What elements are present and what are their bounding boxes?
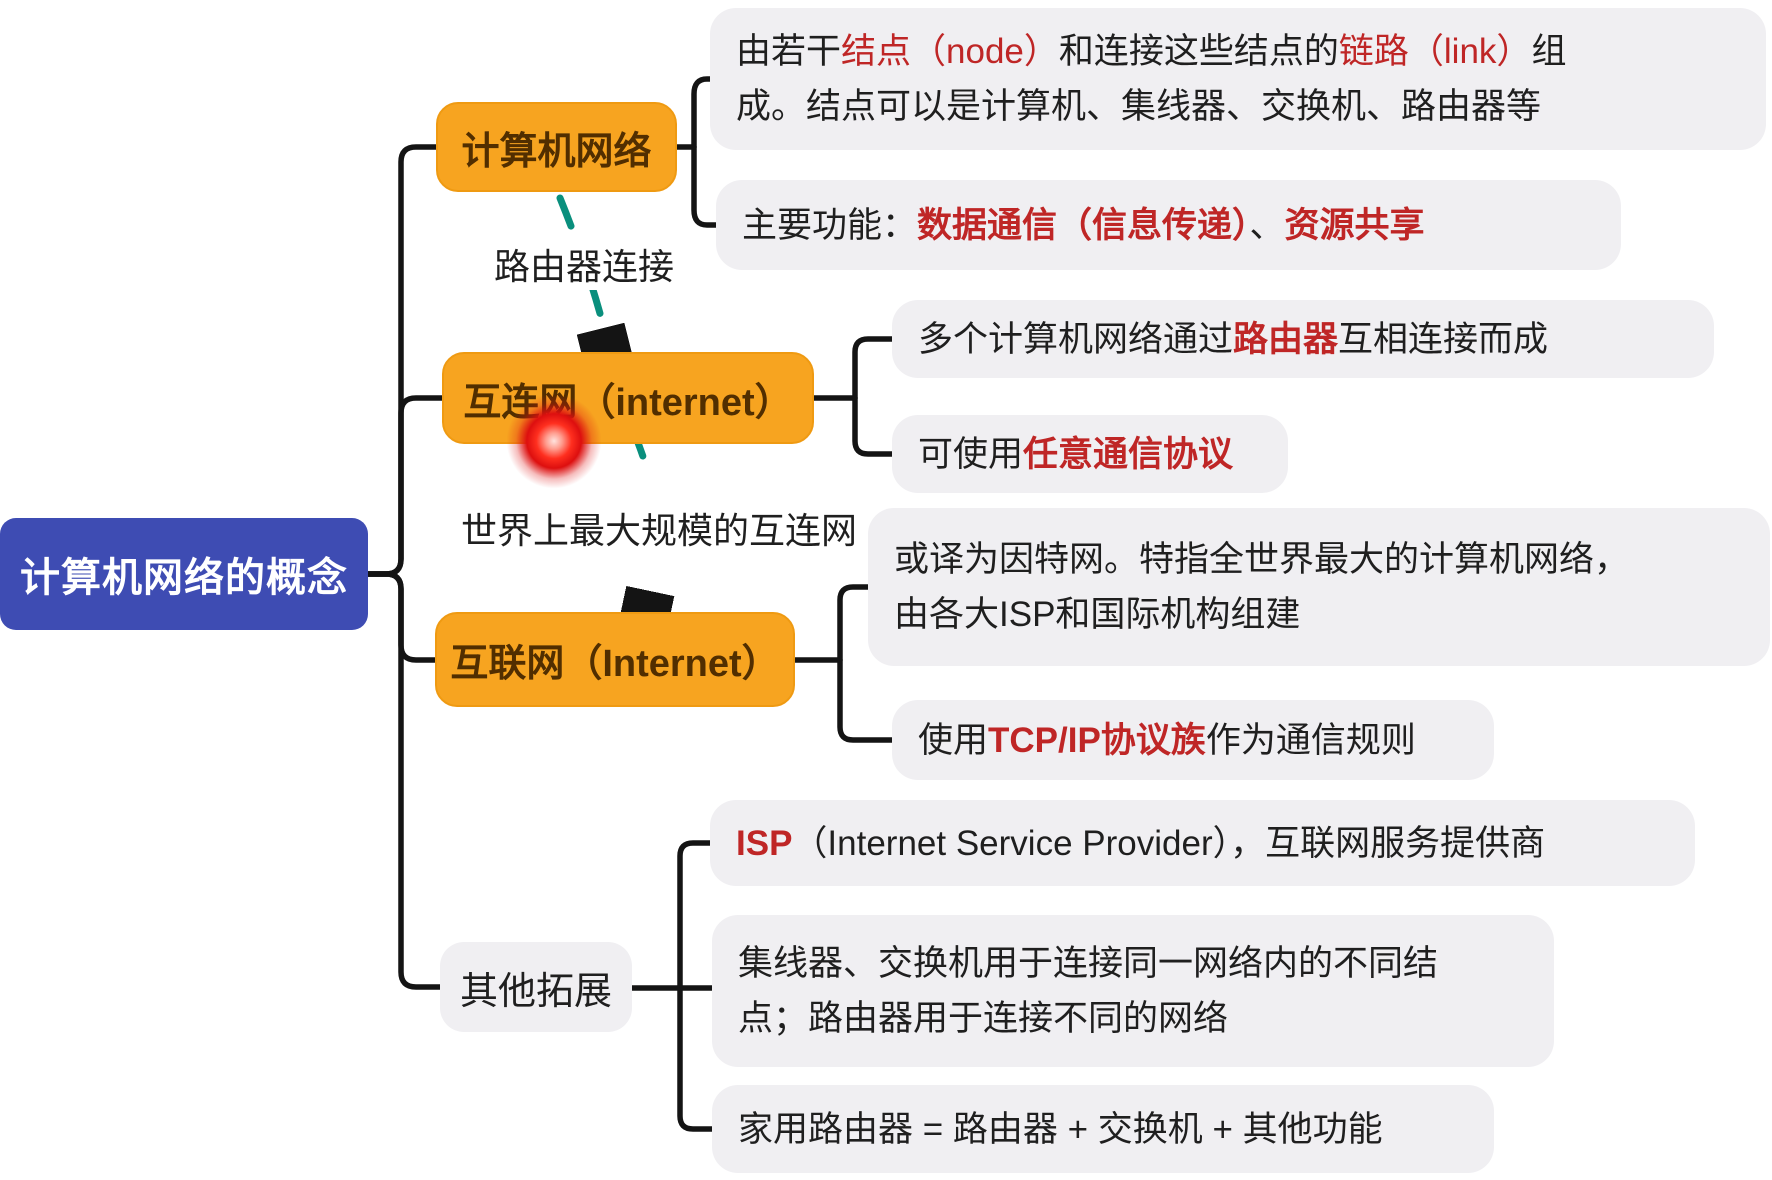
leaf-tcpip[interactable]: 使用TCP/IP协议族作为通信规则 <box>892 700 1494 780</box>
root-node-label: 计算机网络的概念 <box>20 556 348 600</box>
edge-label-largest-internet: 世界上最大规模的互连网 <box>455 502 864 554</box>
edge-branch2-bracket <box>852 336 895 457</box>
leaf-home-router[interactable]: 家用路由器 = 路由器 + 交换机 + 其他功能 <box>712 1085 1494 1173</box>
root-node[interactable]: 计算机网络的概念 <box>0 518 368 630</box>
edge-branch4-bracket <box>677 840 715 1132</box>
leaf-text: 由若干结点（node）和连接这些结点的链路（link）组成。结点可以是计算机、集… <box>736 32 1567 126</box>
leaf-hub-switch-router[interactable]: 集线器、交换机用于连接同一网络内的不同结点；路由器用于连接不同的网络 <box>712 915 1554 1067</box>
edge-root-branch4 <box>365 571 443 990</box>
edge-branch3-bracket <box>837 584 895 743</box>
arrow-network-to-internet-lower <box>556 194 606 336</box>
leaf-text: 或译为因特网。特指全世界最大的计算机网络，由各大ISP和国际机构组建 <box>894 540 1630 634</box>
branch-node-internet-lowercase[interactable]: 互连网（internet） <box>442 352 814 444</box>
leaf-node-definition[interactable]: 由若干结点（node）和连接这些结点的链路（link）组成。结点可以是计算机、集… <box>710 8 1766 150</box>
edge-label-router-connect: 路由器连接 <box>488 238 681 290</box>
branch-node-internet-capital[interactable]: 互联网（Internet） <box>435 612 795 707</box>
leaf-text: 主要功能：数据通信（信息传递）、资源共享 <box>742 205 1425 245</box>
leaf-text: ISP（Internet Service Provider），互联网服务提供商 <box>736 823 1546 863</box>
leaf-text: 多个计算机网络通过路由器互相连接而成 <box>918 319 1549 359</box>
branch-node-computer-network[interactable]: 计算机网络 <box>436 102 677 192</box>
branch-node-other-topics[interactable]: 其他拓展 <box>440 942 632 1032</box>
leaf-any-protocol[interactable]: 可使用任意通信协议 <box>892 415 1288 493</box>
edge-branch1-bracket <box>691 76 719 228</box>
leaf-text: 集线器、交换机用于连接同一网络内的不同结点；路由器用于连接不同的网络 <box>738 944 1439 1038</box>
branch-node-label: 其他拓展 <box>459 970 612 1013</box>
leaf-main-functions[interactable]: 主要功能：数据通信（信息传递）、资源共享 <box>716 180 1621 270</box>
branch-node-label: 互联网（Internet） <box>450 643 780 685</box>
laser-pointer-dot <box>506 393 602 489</box>
leaf-internet-definition[interactable]: 或译为因特网。特指全世界最大的计算机网络，由各大ISP和国际机构组建 <box>868 508 1770 666</box>
leaf-isp[interactable]: ISP（Internet Service Provider），互联网服务提供商 <box>710 800 1695 886</box>
edge-root-branch2 <box>365 395 445 577</box>
leaf-text: 家用路由器 = 路由器 + 交换机 + 其他功能 <box>738 1109 1383 1149</box>
leaf-text: 使用TCP/IP协议族作为通信规则 <box>918 720 1416 760</box>
leaf-router-interconnect[interactable]: 多个计算机网络通过路由器互相连接而成 <box>892 300 1714 378</box>
branch-node-label: 计算机网络 <box>461 130 652 173</box>
leaf-text: 可使用任意通信协议 <box>918 434 1234 474</box>
